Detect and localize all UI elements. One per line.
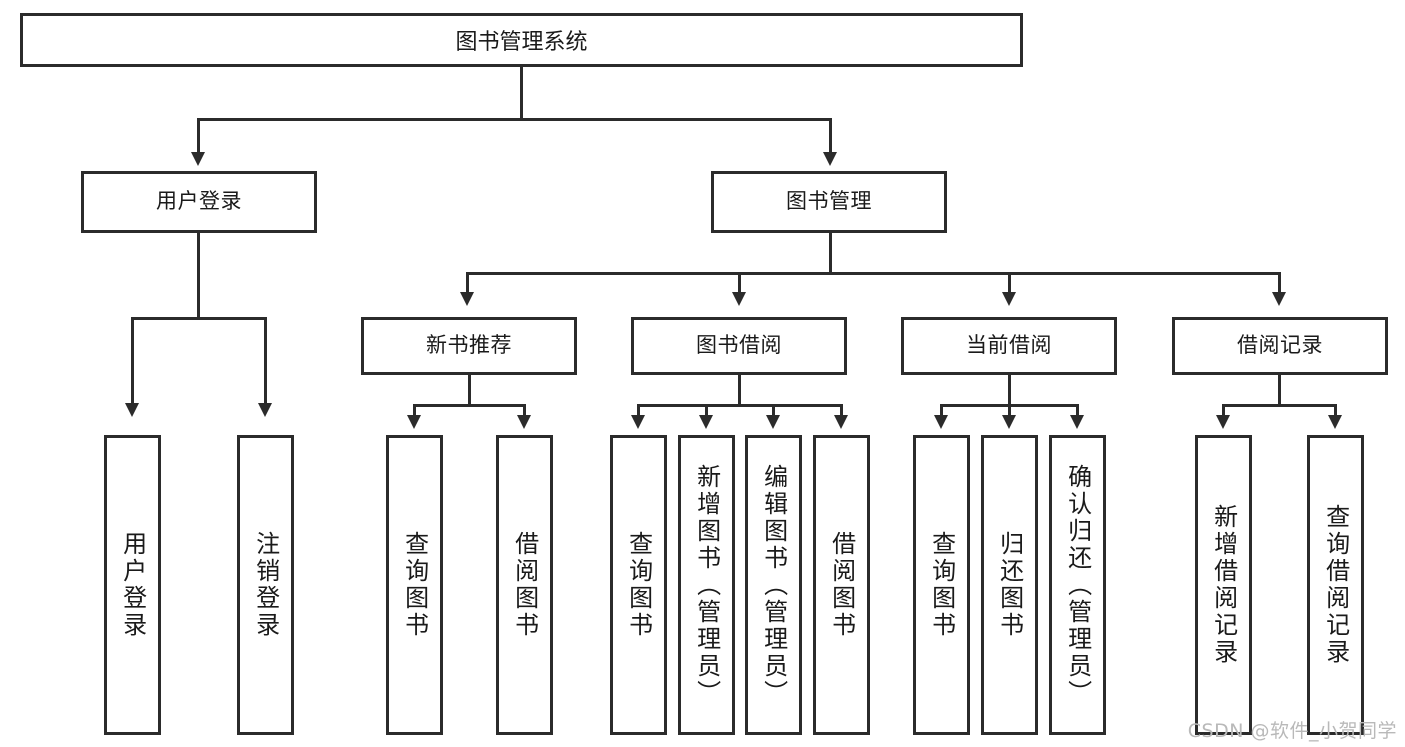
leaf-label: 用户登录 (118, 531, 147, 639)
arrow-nbr-leaf-2 (517, 415, 531, 429)
node-book-borrow[interactable]: 图书借阅 (631, 317, 847, 375)
leaf-user-login-login[interactable]: 用户登录 (104, 435, 161, 735)
connector-cb-stem (1008, 375, 1011, 404)
arrow-cb-leaf-1 (934, 415, 948, 429)
arrow-bm-to-borrow-record (1272, 292, 1286, 306)
leaf-label: 新增图书（管理员） (692, 463, 721, 707)
connector-bm-drop-2 (738, 272, 741, 294)
arrow-bm-to-current-borrow (1002, 292, 1016, 306)
leaf-borrow-record-query-record[interactable]: 查询借阅记录 (1307, 435, 1364, 735)
leaf-book-borrow-borrow-book[interactable]: 借阅图书 (813, 435, 870, 735)
leaf-current-borrow-query-book[interactable]: 查询图书 (913, 435, 970, 735)
node-current-borrow[interactable]: 当前借阅 (901, 317, 1117, 375)
leaf-new-book-borrow-book[interactable]: 借阅图书 (496, 435, 553, 735)
arrow-user-login-leaf-1 (125, 403, 139, 417)
connector-root-stem (520, 67, 523, 118)
connector-nbr-drop-2 (523, 404, 526, 417)
connector-bb-drop-2 (705, 404, 708, 417)
arrow-br-leaf-2 (1328, 415, 1342, 429)
leaf-book-borrow-edit-book-admin[interactable]: 编辑图书（管理员） (745, 435, 802, 735)
connector-br-bus (1222, 404, 1337, 407)
connector-nbr-drop-1 (413, 404, 416, 417)
connector-user-login-drop-1 (131, 317, 134, 405)
leaf-label: 注销登录 (251, 531, 280, 639)
connector-br-drop-2 (1334, 404, 1337, 417)
node-label: 图书借阅 (696, 333, 782, 358)
arrow-cb-leaf-2 (1002, 415, 1016, 429)
leaf-new-book-query-book[interactable]: 查询图书 (386, 435, 443, 735)
leaf-label: 查询借阅记录 (1321, 504, 1350, 666)
connector-bb-stem (738, 375, 741, 404)
connector-bb-drop-3 (772, 404, 775, 417)
arrow-cb-leaf-3 (1070, 415, 1084, 429)
connector-br-stem (1278, 375, 1281, 404)
node-new-book-recommend[interactable]: 新书推荐 (361, 317, 577, 375)
node-label: 新书推荐 (426, 333, 512, 358)
connector-root-to-user-login (197, 118, 200, 154)
leaf-label: 借阅图书 (827, 531, 856, 639)
leaf-label: 查询图书 (624, 531, 653, 639)
connector-bb-drop-4 (840, 404, 843, 417)
node-label: 当前借阅 (966, 333, 1052, 358)
connector-book-management-stem (829, 233, 832, 272)
node-label: 用户登录 (156, 189, 242, 214)
connector-nbr-stem (468, 375, 471, 404)
node-borrow-record[interactable]: 借阅记录 (1172, 317, 1388, 375)
connector-user-login-bus (131, 317, 267, 320)
connector-cb-drop-1 (940, 404, 943, 417)
node-label: 借阅记录 (1237, 333, 1323, 358)
arrow-br-leaf-1 (1216, 415, 1230, 429)
leaf-label: 查询图书 (927, 531, 956, 639)
arrow-bb-leaf-3 (766, 415, 780, 429)
leaf-label: 查询图书 (400, 531, 429, 639)
node-label: 图书管理 (786, 189, 872, 214)
leaf-borrow-record-add-record[interactable]: 新增借阅记录 (1195, 435, 1252, 735)
connector-cb-drop-3 (1076, 404, 1079, 417)
connector-br-drop-1 (1222, 404, 1225, 417)
leaf-user-login-logout[interactable]: 注销登录 (237, 435, 294, 735)
leaf-current-borrow-return-book[interactable]: 归还图书 (981, 435, 1038, 735)
connector-bm-drop-4 (1278, 272, 1281, 294)
node-book-management[interactable]: 图书管理 (711, 171, 947, 233)
connector-book-management-bus (466, 272, 1281, 275)
node-label: 图书管理系统 (455, 30, 588, 55)
connector-bb-bus (637, 404, 843, 407)
arrow-nbr-leaf-1 (407, 415, 421, 429)
leaf-label: 归还图书 (995, 531, 1024, 639)
connector-root-bus (197, 118, 832, 121)
arrow-bm-to-book-borrow (732, 292, 746, 306)
node-user-login[interactable]: 用户登录 (81, 171, 317, 233)
connector-nbr-bus (413, 404, 526, 407)
connector-user-login-drop-2 (264, 317, 267, 405)
leaf-current-borrow-confirm-return-admin[interactable]: 确认归还（管理员） (1049, 435, 1106, 735)
leaf-book-borrow-add-book-admin[interactable]: 新增图书（管理员） (678, 435, 735, 735)
connector-bm-drop-3 (1008, 272, 1011, 294)
arrow-bm-to-new-book-recommend (460, 292, 474, 306)
connector-bb-drop-1 (637, 404, 640, 417)
arrow-user-login-leaf-2 (258, 403, 272, 417)
leaf-label: 新增借阅记录 (1209, 504, 1238, 666)
connector-cb-drop-2 (1008, 404, 1011, 417)
connector-root-to-book-management (829, 118, 832, 154)
arrow-root-to-user-login (191, 152, 205, 166)
leaf-book-borrow-query-book[interactable]: 查询图书 (610, 435, 667, 735)
arrow-root-to-book-management (823, 152, 837, 166)
arrow-bb-leaf-2 (699, 415, 713, 429)
connector-user-login-stem (197, 233, 200, 317)
leaf-label: 确认归还（管理员） (1063, 463, 1092, 707)
leaf-label: 编辑图书（管理员） (759, 463, 788, 707)
arrow-bb-leaf-4 (834, 415, 848, 429)
arrow-bb-leaf-1 (631, 415, 645, 429)
connector-bm-drop-1 (466, 272, 469, 294)
leaf-label: 借阅图书 (510, 531, 539, 639)
node-root-book-management-system[interactable]: 图书管理系统 (20, 13, 1023, 67)
